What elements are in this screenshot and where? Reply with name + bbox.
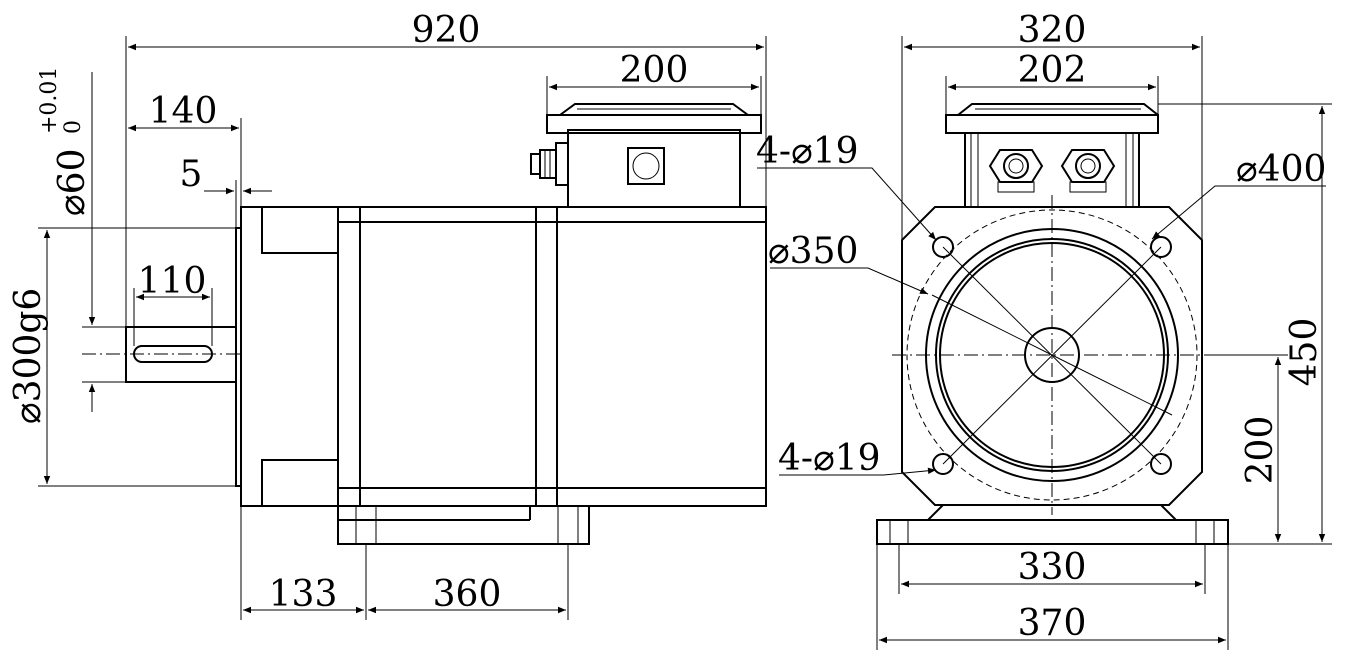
leader-350-label: ⌀350 <box>768 231 858 272</box>
dim-140-label: 140 <box>149 91 218 132</box>
mounting-holes <box>932 236 1172 475</box>
dim-200-label: 200 <box>620 50 689 91</box>
dim-terminal-box-width: 202 <box>945 50 1159 115</box>
dim-foot-hole-spacing: 330 <box>898 544 1206 594</box>
pcd-circle <box>906 209 1198 501</box>
leader-bottom-label: 4-⌀19 <box>778 438 881 479</box>
dim-overall-width: 320 <box>901 10 1203 240</box>
dim-foot-spacing: 360 <box>368 544 569 620</box>
end-housing <box>901 206 1203 506</box>
end-view: 320 202 4-⌀19 ⌀400 ⌀350 4-⌀19 <box>756 10 1332 650</box>
dim-320-label: 320 <box>1018 10 1087 51</box>
end-foot <box>876 504 1229 545</box>
dim-shaft-tolerance-upper: +0.01 <box>37 67 62 134</box>
dim-110-label: 110 <box>138 261 207 302</box>
terminal-box <box>530 103 762 208</box>
dim-202-label: 202 <box>1018 50 1087 91</box>
dim-shaft-extension: 140 <box>128 91 242 207</box>
dim-shaft-diameter-label: ⌀60 <box>52 149 93 216</box>
end-terminal-box <box>945 103 1159 208</box>
motor-body <box>337 206 767 507</box>
dim-450-label: 450 <box>1284 318 1325 387</box>
dim-spigot-depth: 5 <box>180 154 272 228</box>
dim-360-label: 360 <box>433 574 502 615</box>
dim-flange-spigot-label: ⌀300g6 <box>8 288 49 424</box>
dim-terminal-box-length: 200 <box>546 50 762 115</box>
dim-shaft-diameter: ⌀60 +0.01 0 <box>37 67 126 412</box>
flange <box>235 206 339 507</box>
leader-400-label: ⌀400 <box>1236 149 1326 190</box>
dim-flange-spigot: ⌀300g6 <box>8 227 236 487</box>
dim-370-label: 370 <box>1018 603 1087 644</box>
dim-key-length: 110 <box>133 261 213 346</box>
dim-overall-height: 450 <box>1158 103 1332 545</box>
leader-pcd-outer: ⌀400 <box>1151 149 1326 240</box>
dim-shaft-tolerance-lower: 0 <box>61 120 86 134</box>
dim-shaft-height-label: 200 <box>1240 416 1281 485</box>
dim-overall-length: 920 <box>125 10 767 327</box>
dim-920-label: 920 <box>412 10 481 51</box>
dim-shaft-height: 200 <box>1212 354 1288 542</box>
dim-foot-width: 370 <box>876 544 1229 650</box>
leader-top-label: 4-⌀19 <box>756 131 859 172</box>
dim-330-label: 330 <box>1018 547 1087 588</box>
leader-pcd-inner: ⌀350 <box>768 231 929 295</box>
side-view: 920 200 140 5 110 <box>8 10 767 620</box>
dim-5-label: 5 <box>180 154 203 195</box>
motor-foot <box>337 505 590 545</box>
dim-foot-offset: 133 <box>240 506 367 620</box>
dim-133-label: 133 <box>269 574 338 615</box>
leader-mounting-holes-bottom: 4-⌀19 <box>778 438 937 479</box>
leader-mounting-holes-top: 4-⌀19 <box>756 131 937 241</box>
